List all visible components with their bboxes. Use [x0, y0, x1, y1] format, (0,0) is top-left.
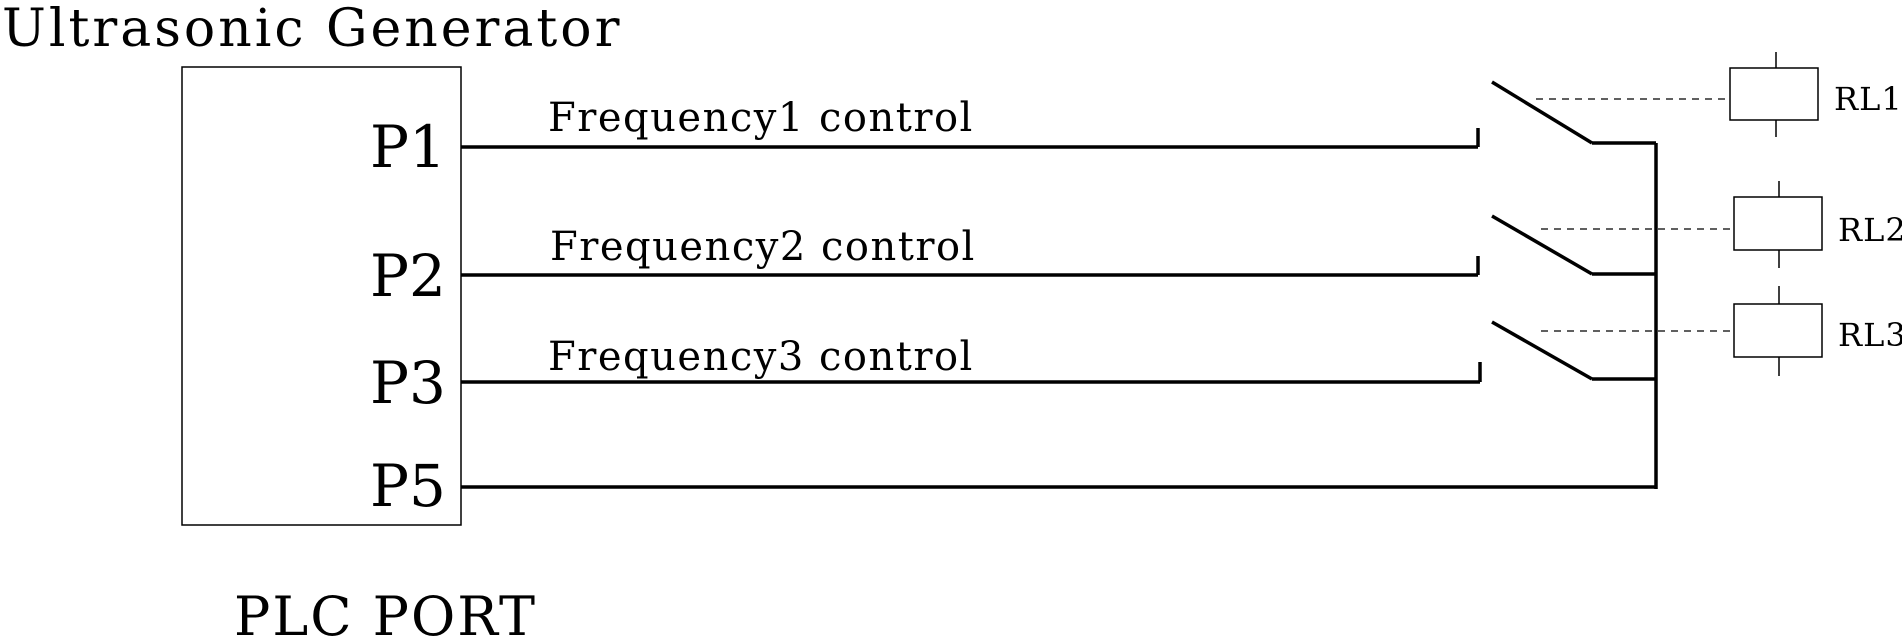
control-label-1: Frequency1 control	[548, 95, 974, 141]
port-label-p1: P1	[370, 113, 446, 181]
relay-label-rl3: RL3	[1838, 316, 1902, 354]
port-label-p2: P2	[370, 242, 446, 310]
generator-box	[181, 66, 462, 526]
plc-port-label: PLC PORT	[234, 585, 537, 640]
relay-rl1	[1536, 52, 1819, 137]
control-label-3: Frequency3 control	[548, 334, 974, 380]
relay-label-rl2: RL2	[1838, 211, 1902, 249]
relay-label-rl1: RL1	[1834, 80, 1902, 118]
relay-rl2	[1541, 181, 1823, 268]
wire-p2	[461, 214, 1656, 277]
control-label-2: Frequency2 control	[550, 224, 976, 270]
diagram-title: Ultrasonic Generator	[2, 0, 622, 59]
wire-p1	[461, 80, 1656, 149]
port-label-p3: P3	[370, 349, 446, 417]
port-label-p5: P5	[370, 452, 446, 520]
wire-p3	[461, 320, 1656, 384]
relay-rl3	[1541, 286, 1823, 376]
wire-p5-common	[461, 143, 1658, 489]
